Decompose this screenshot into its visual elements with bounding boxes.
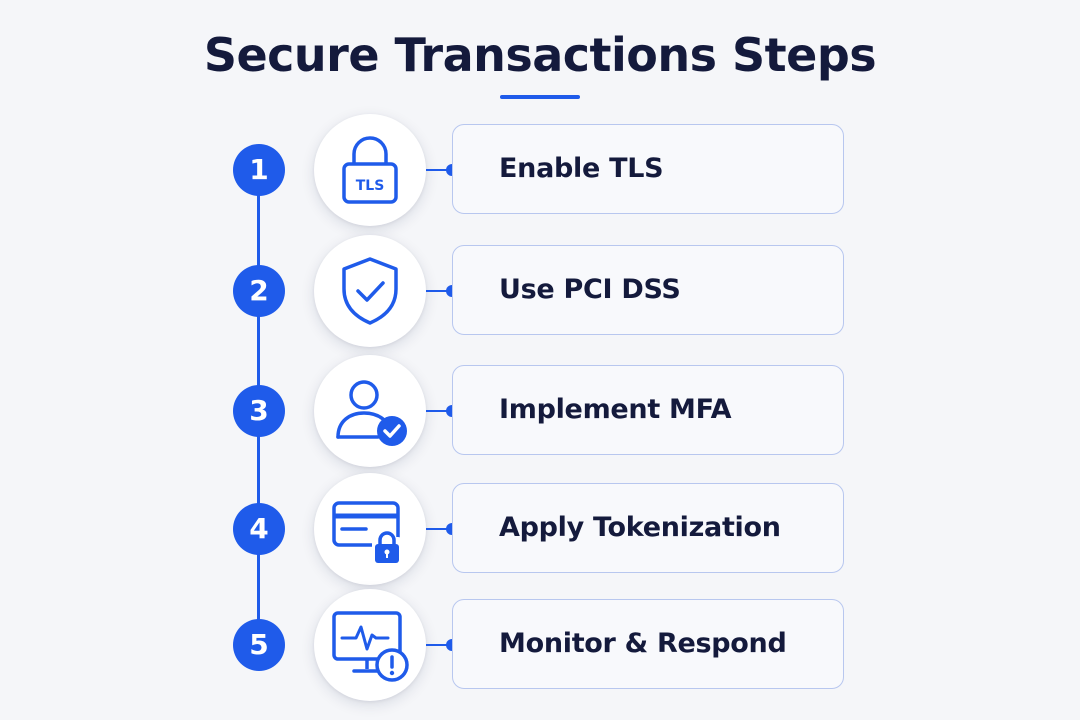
connector-line bbox=[426, 528, 452, 530]
step-label: Implement MFA bbox=[499, 394, 732, 425]
step-icon-circle bbox=[314, 235, 426, 347]
step-card: Apply Tokenization bbox=[452, 483, 844, 573]
monitor-alert-icon bbox=[332, 611, 409, 682]
connector-line bbox=[426, 644, 452, 646]
page-title: Secure Transactions Steps bbox=[203, 28, 877, 82]
step-icon-circle bbox=[314, 589, 426, 701]
step-label: Apply Tokenization bbox=[499, 512, 781, 543]
shield-check-icon bbox=[342, 257, 398, 325]
connector-line bbox=[426, 169, 452, 171]
tls-icon-text: TLS bbox=[356, 178, 385, 194]
step-1: 1 TLS Enable TLS bbox=[0, 110, 1080, 230]
step-number-badge: 2 bbox=[233, 265, 285, 317]
step-card: Monitor & Respond bbox=[452, 599, 844, 689]
step-5: 5 Monitor & Respond bbox=[0, 585, 1080, 705]
step-label: Enable TLS bbox=[499, 153, 664, 184]
step-2: 2 Use PCI DSS bbox=[0, 231, 1080, 351]
step-number-badge: 5 bbox=[233, 619, 285, 671]
connector-line bbox=[426, 410, 452, 412]
step-number-badge: 4 bbox=[233, 503, 285, 555]
credit-card-lock-icon bbox=[332, 501, 402, 563]
step-icon-circle bbox=[314, 355, 426, 467]
step-label: Monitor & Respond bbox=[499, 628, 787, 659]
padlock-tls-icon: TLS bbox=[342, 136, 398, 204]
connector-line bbox=[426, 290, 452, 292]
step-3: 3 Implement MFA bbox=[0, 351, 1080, 471]
title-underline bbox=[500, 95, 580, 99]
user-check-icon bbox=[336, 380, 407, 446]
step-card: Enable TLS bbox=[452, 124, 844, 214]
step-card: Use PCI DSS bbox=[452, 245, 844, 335]
step-card: Implement MFA bbox=[452, 365, 844, 455]
step-label: Use PCI DSS bbox=[499, 274, 681, 305]
step-icon-circle bbox=[314, 473, 426, 585]
step-icon-circle: TLS bbox=[314, 114, 426, 226]
step-number-badge: 1 bbox=[233, 144, 285, 196]
step-number-badge: 3 bbox=[233, 385, 285, 437]
step-4: 4 Apply Tokenization bbox=[0, 469, 1080, 589]
